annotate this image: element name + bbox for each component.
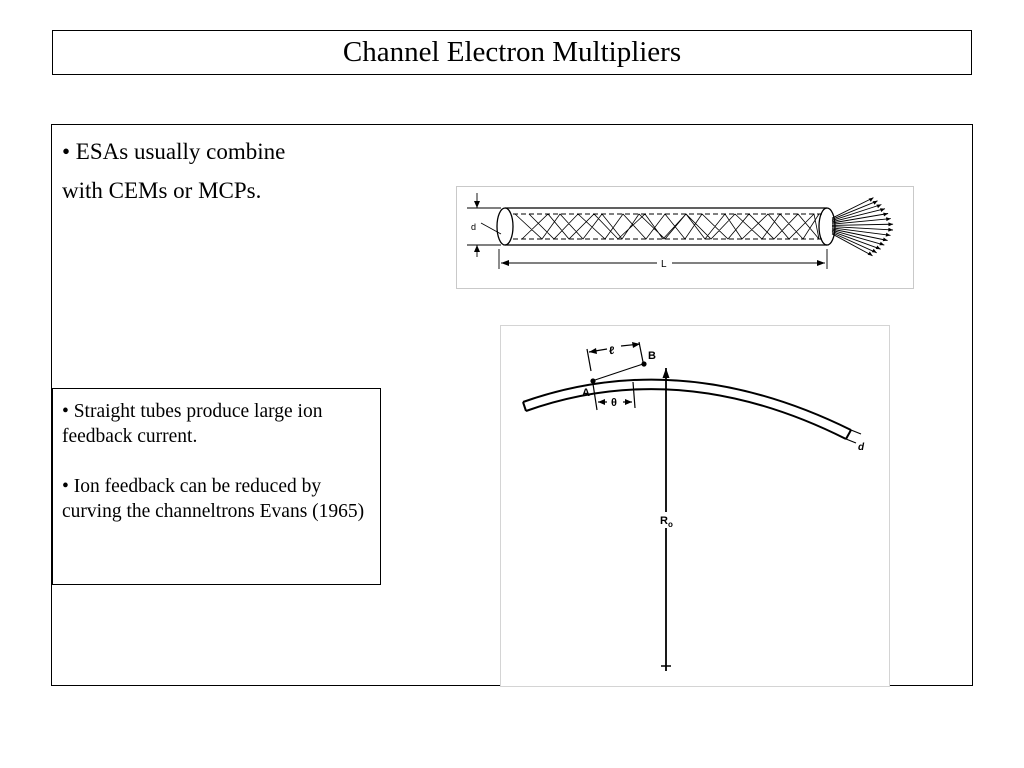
electron-arrow-head (872, 200, 878, 205)
electron-arrow-head (888, 222, 894, 227)
electron-arrow-head (868, 197, 874, 202)
electron-arrow (831, 226, 894, 231)
electron-arrow (831, 204, 882, 222)
electron-arrow-head (871, 248, 877, 253)
tube-diameter-label: d (858, 442, 865, 453)
electron-arrow (831, 200, 878, 220)
electron-arrow (831, 208, 886, 223)
angle-label: θ (611, 397, 617, 409)
curved-tube-diagram: ℓ B A θ d Ro (522, 341, 865, 671)
intro-text: • ESAs usually combine with CEMs or MCPs… (62, 132, 422, 210)
electron-arrow-head (883, 212, 889, 217)
note-box: • Straight tubes produce large ion feedb… (52, 388, 381, 585)
electron-arrow (831, 230, 881, 250)
electron-arrow-head (888, 227, 893, 232)
straight-tube-diagram: d L (467, 193, 894, 270)
point-b-label: B (648, 350, 656, 362)
electron-trajectories (514, 213, 820, 240)
point-a-label: A (582, 387, 590, 399)
slide-title: Channel Electron Multipliers (342, 36, 682, 68)
electron-arrow-head (880, 208, 885, 212)
electron-arrow-head (876, 204, 882, 209)
electron-arrow-head (867, 251, 873, 256)
note-paragraph-1: • Straight tubes produce large ion feedb… (62, 401, 323, 447)
electron-arrow (831, 229, 885, 246)
electron-arrow-head (885, 232, 891, 237)
electron-arrow-head (879, 241, 885, 246)
length-label: L (661, 259, 667, 270)
electron-arrow (831, 227, 891, 236)
electron-arrow-head (875, 245, 881, 250)
electron-arrow (831, 228, 888, 241)
intro-line-2: with CEMs or MCPs. (62, 178, 262, 203)
electron-arrow (831, 213, 889, 224)
intro-line-1: • ESAs usually combine (62, 139, 286, 164)
electron-arrow (831, 232, 877, 254)
electron-arrow (831, 218, 891, 225)
slide-title-box: Channel Electron Multipliers (52, 30, 972, 75)
electron-arrow (831, 197, 874, 219)
radius-label: Ro (660, 515, 673, 529)
output-electron-arrows (831, 197, 894, 257)
note-paragraph-2: • Ion feedback can be reduced by curving… (62, 476, 365, 522)
straight-tube-figure: d L (456, 186, 914, 289)
electron-arrow-head (882, 237, 888, 242)
trajectory-lines (514, 213, 820, 240)
electron-arrow (831, 233, 873, 257)
electron-arrow (831, 223, 894, 226)
segment-label: ℓ (609, 345, 614, 357)
curved-tube-figure: ℓ B A θ d Ro (500, 325, 890, 687)
diameter-label: d (471, 222, 476, 232)
electron-arrow-head (886, 217, 891, 222)
